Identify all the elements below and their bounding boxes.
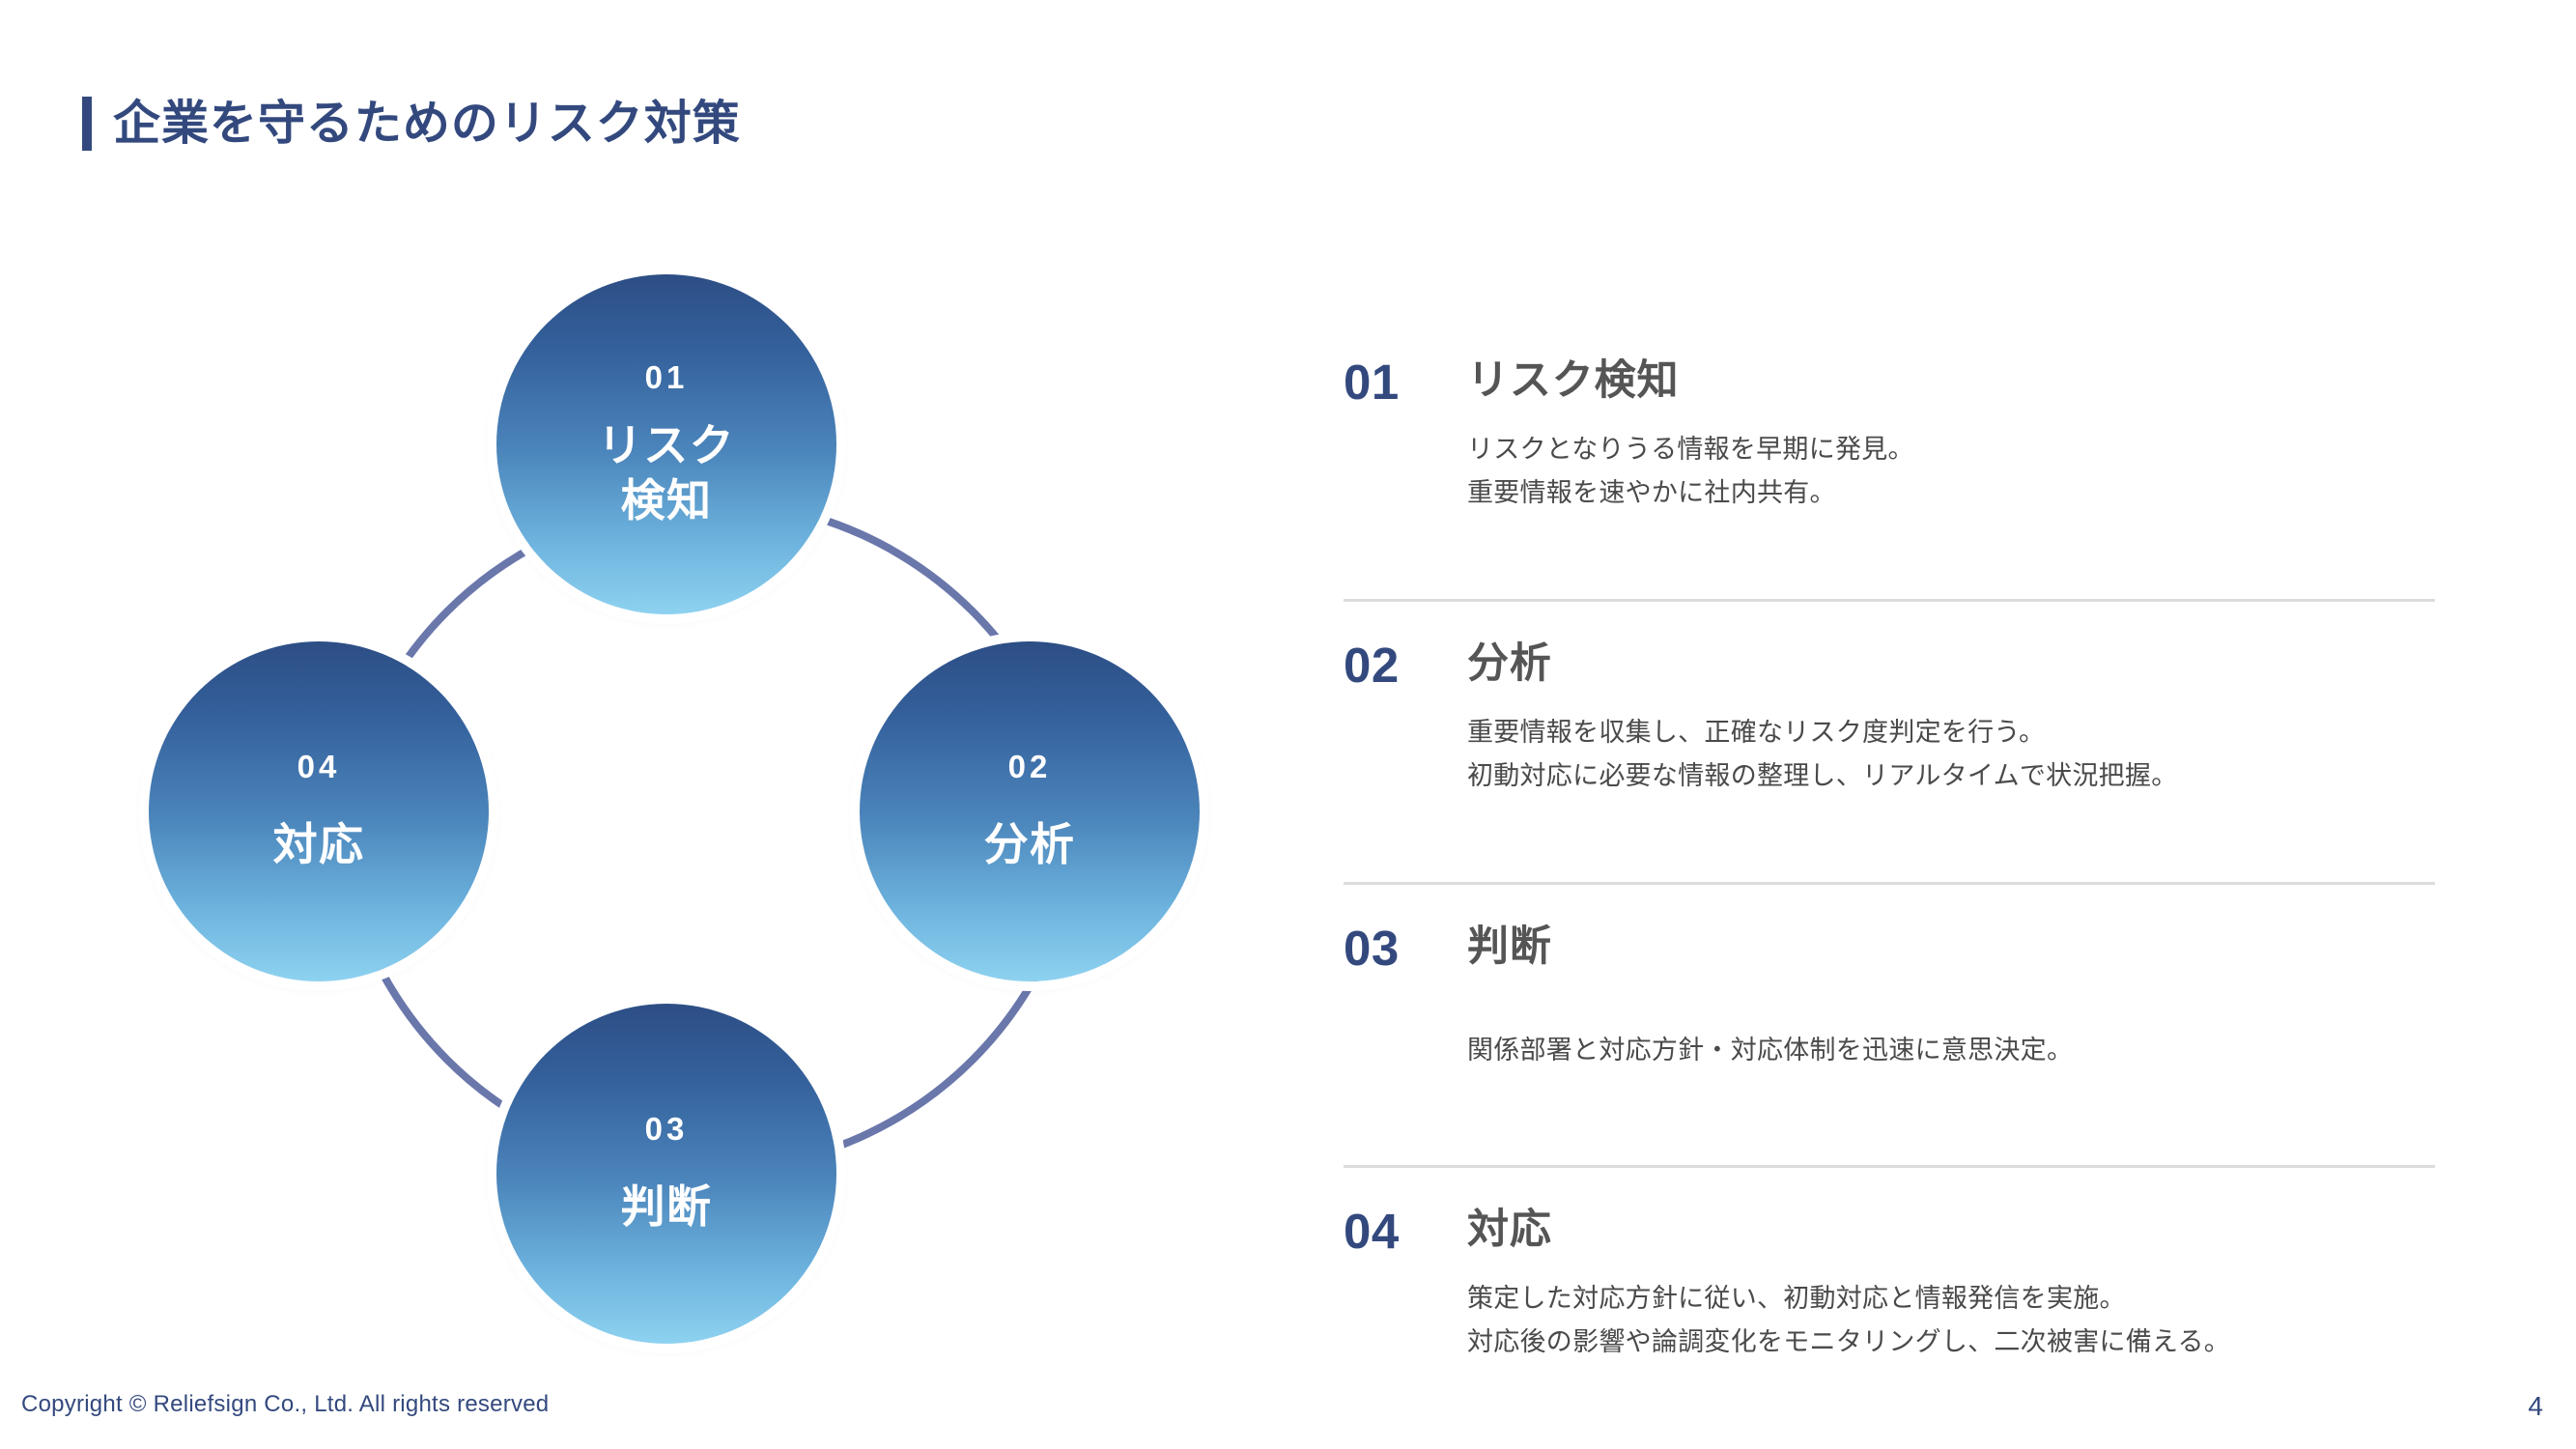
detail-item-03: 03 判断 関係部署と対応方針・対応体制を迅速に意思決定。 (1344, 923, 2435, 1095)
footer-copyright: Copyright © Reliefsign Co., Ltd. All rig… (21, 1391, 550, 1417)
spacer (1344, 529, 2435, 599)
detail-item-04-line2: 対応後の影響や論調変化をモニタリングし、二次被害に備える。 (1467, 1326, 2231, 1356)
detail-item-03-heading: 判断 (1467, 923, 1552, 970)
footer-page-number: 4 (2528, 1391, 2543, 1421)
detail-item-02-line2: 初動対応に必要な情報の整理し、リアルタイムで状況把握。 (1467, 760, 2178, 790)
detail-item-02-heading: 分析 (1467, 640, 1552, 687)
detail-item-03-body: 判断 関係部署と対応方針・対応体制を迅速に意思決定。 (1467, 923, 2435, 1072)
cycle-node-04-number: 04 (297, 749, 341, 785)
detail-divider-2 (1344, 882, 2435, 885)
detail-item-04-number: 04 (1344, 1204, 1400, 1259)
spacer (1344, 1095, 2435, 1165)
spacer (1344, 602, 2435, 640)
title-accent-bar (82, 97, 92, 151)
spacer (1344, 1168, 2435, 1207)
detail-item-01-description: リスクとなりうる情報を早期に発見。 重要情報を速やかに社内共有。 (1467, 428, 2435, 514)
detail-item-02-number: 02 (1344, 638, 1400, 693)
cycle-node-01-label-line1: リスク (597, 420, 736, 471)
cycle-node-03-label: 判断 (620, 1181, 713, 1233)
detail-list: 01 リスク検知 リスクとなりうる情報を早期に発見。 重要情報を速やかに社内共有… (1344, 355, 2435, 1378)
detail-divider-3 (1344, 1165, 2435, 1168)
cycle-node-03-number: 03 (644, 1111, 689, 1148)
detail-item-01-line1: リスクとなりうる情報を早期に発見。 (1467, 435, 1914, 465)
cycle-diagram: 01 リスク 検知 02 分析 03 判断 04 対応 (87, 242, 1246, 1381)
page-title: 企業を守るためのリスク対策 (113, 97, 741, 150)
cycle-node-02[interactable]: 02 分析 (860, 641, 1200, 981)
detail-item-04-body: 対応 策定した対応方針に従い、初動対応と情報発信を実施。 対応後の影響や論調変化… (1467, 1207, 2435, 1363)
cycle-node-01-label-line2: 検知 (620, 474, 713, 526)
detail-item-04-line1: 策定した対応方針に従い、初動対応と情報発信を実施。 (1467, 1284, 2126, 1314)
detail-item-04-description: 策定した対応方針に従い、初動対応と情報発信を実施。 対応後の影響や論調変化をモニ… (1467, 1277, 2435, 1363)
detail-item-03-line1: 関係部署と対応方針・対応体制を迅速に意思決定。 (1467, 1036, 2074, 1065)
detail-divider-1 (1344, 599, 2435, 602)
detail-item-01-heading: リスク検知 (1467, 357, 1680, 404)
detail-item-03-number: 03 (1344, 921, 1400, 976)
detail-item-04-heading: 対応 (1467, 1207, 1552, 1253)
detail-item-01-body: リスク検知 リスクとなりうる情報を早期に発見。 重要情報を速やかに社内共有。 (1467, 357, 2435, 514)
detail-item-02-line1: 重要情報を収集し、正確なリスク度判定を行う。 (1467, 718, 2046, 748)
cycle-node-01-label: リスク 検知 (598, 418, 735, 526)
cycle-node-01-number: 01 (644, 359, 689, 396)
detail-item-03-description: 関係部署と対応方針・対応体制を迅速に意思決定。 (1467, 1029, 2435, 1072)
page-title-block: 企業を守るためのリスク対策 (82, 97, 741, 151)
detail-item-02-body: 分析 重要情報を収集し、正確なリスク度判定を行う。 初動対応に必要な情報の整理し… (1467, 640, 2435, 797)
cycle-node-02-number: 02 (1007, 749, 1052, 785)
detail-item-02-description: 重要情報を収集し、正確なリスク度判定を行う。 初動対応に必要な情報の整理し、リア… (1467, 711, 2435, 797)
detail-item-01-number: 01 (1344, 355, 1400, 410)
detail-item-02: 02 分析 重要情報を収集し、正確なリスク度判定を行う。 初動対応に必要な情報の… (1344, 638, 2435, 812)
cycle-node-01[interactable]: 01 リスク 検知 (496, 274, 836, 614)
spacer (1344, 812, 2435, 882)
detail-item-01-line2: 重要情報を速やかに社内共有。 (1467, 477, 1836, 507)
spacer (1344, 885, 2435, 923)
cycle-node-02-label: 分析 (983, 819, 1076, 870)
detail-item-01: 01 リスク検知 リスクとなりうる情報を早期に発見。 重要情報を速やかに社内共有… (1344, 355, 2435, 529)
cycle-node-04[interactable]: 04 対応 (149, 641, 489, 981)
cycle-node-04-label: 対応 (272, 819, 365, 870)
cycle-node-03[interactable]: 03 判断 (496, 1004, 836, 1344)
detail-item-04: 04 対応 策定した対応方針に従い、初動対応と情報発信を実施。 対応後の影響や論… (1344, 1204, 2435, 1378)
